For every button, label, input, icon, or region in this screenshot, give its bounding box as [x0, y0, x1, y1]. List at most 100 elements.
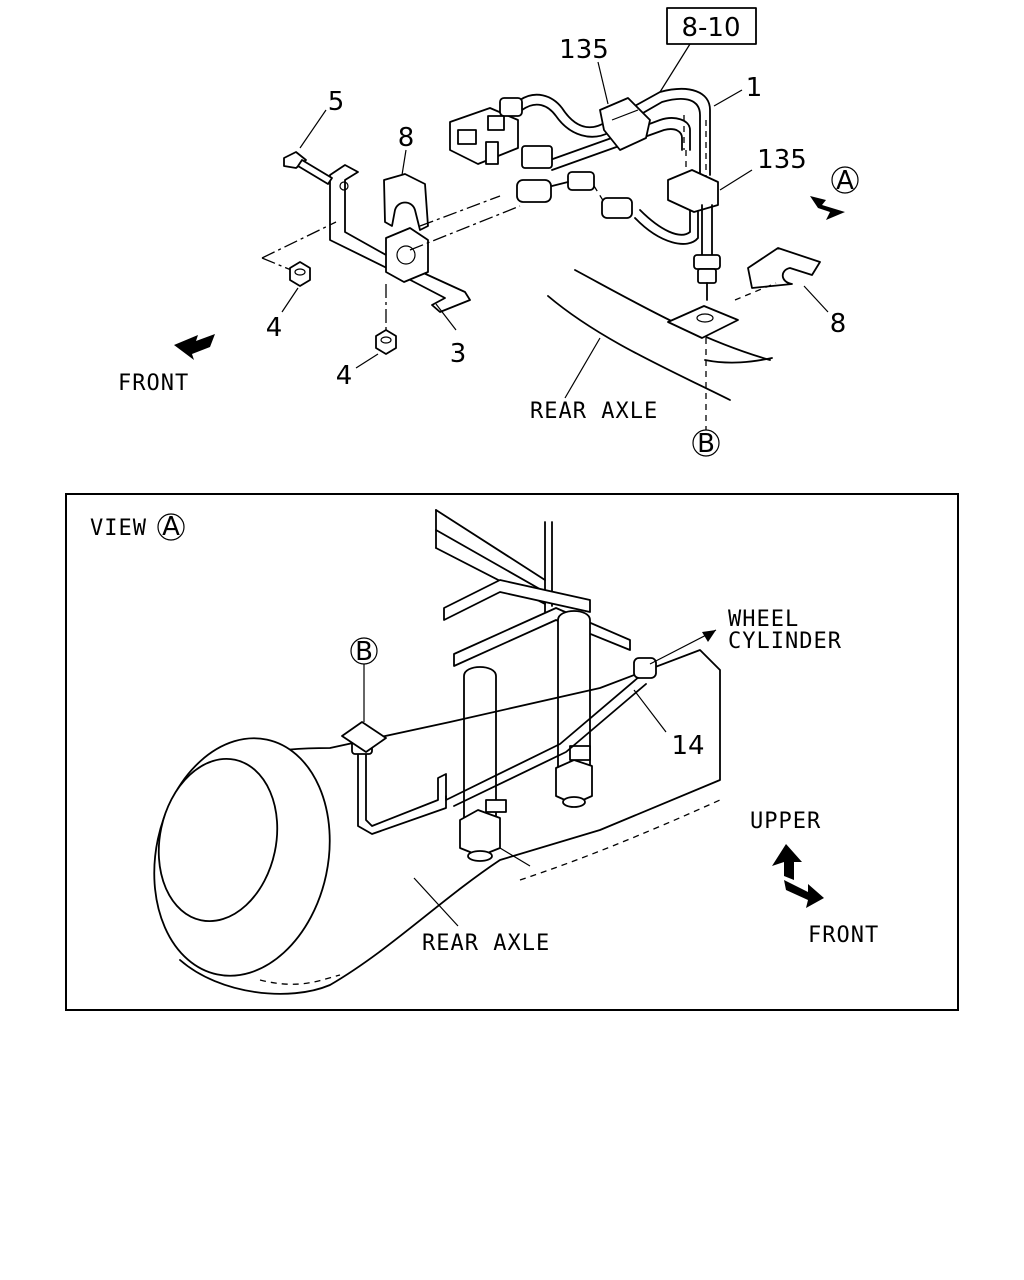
front-arrow-icon: [174, 334, 215, 360]
u-bolt-post-right: [557, 610, 591, 771]
pipe-union-right: [521, 145, 553, 169]
callout-1: 1: [746, 73, 763, 103]
bracket-leader: [435, 303, 457, 331]
connector-port-a: [457, 129, 477, 145]
section-b-marker: [692, 429, 720, 457]
u-bolt-plate-right: [569, 745, 591, 761]
pad-hole: [696, 313, 714, 323]
nut-4-lower: [375, 329, 397, 355]
callout-8-left: 8: [398, 123, 415, 153]
clip-lower-leader: [719, 169, 753, 191]
nut-4-lower-leader: [355, 353, 379, 369]
view-a-b-marker: [350, 637, 378, 665]
u-bolt-nut-left: [459, 809, 501, 857]
bracket-mount-plate: [385, 227, 429, 283]
brake-pipe-side-outer: [639, 209, 691, 236]
bracket-bolt-hole: [339, 181, 349, 191]
brake-pipe-side-inner: [634, 211, 699, 245]
reference-box-label: 8-10: [681, 13, 740, 43]
view-a-front-label: FRONT: [808, 923, 879, 948]
clip-upper-leader: [597, 61, 609, 105]
nut-link-1: [551, 181, 569, 187]
brake-pipe-14-inner-a: [357, 751, 447, 835]
view-a-marker-label: A: [836, 166, 854, 196]
spring-seat-upper: [443, 579, 591, 621]
callout-8-right: 8: [830, 309, 847, 339]
top-axle-rear-edge: [574, 269, 771, 361]
callout-5: 5: [328, 87, 345, 117]
nut-4-left-guide: [261, 221, 337, 259]
clip-right-guide: [734, 282, 777, 301]
nut-4-lower-hole: [380, 336, 392, 344]
view-a-frame: [65, 493, 959, 1011]
brake-pipe-14-outer: [365, 675, 641, 827]
callout-135-lower: 135: [757, 145, 807, 175]
brake-pipe-upper-outer: [519, 88, 711, 176]
u-bolt-nut-right-washer: [562, 796, 586, 808]
axle-hidden-edge: [259, 974, 341, 985]
upper-label: UPPER: [750, 809, 821, 834]
u-bolt-plate-left: [485, 799, 507, 813]
reference-box: [666, 7, 757, 45]
front-orientation-arrow-icon: [784, 880, 824, 908]
spring-line-1: [435, 509, 546, 581]
bolt-5-leader: [299, 109, 327, 149]
wheel-cylinder-arrow-icon: [702, 630, 716, 642]
top-axle-front-edge: [547, 295, 731, 401]
connector-mount-stud: [485, 141, 499, 165]
view-a-rear-axle-label: REAR AXLE: [422, 931, 550, 956]
plate-guide: [409, 205, 521, 251]
top-exploded-view: 8-10 REAR AXLE B 135 135: [118, 7, 859, 459]
hose-fitting-nut: [693, 254, 721, 270]
lock-clip-right: [747, 247, 821, 289]
u-bolt-post-left: [463, 666, 497, 821]
flare-nut-mid: [567, 171, 595, 191]
bolt-5-shank: [297, 159, 333, 185]
view-a-arrow-icon: [810, 196, 845, 220]
view-a-marker: [831, 166, 859, 194]
spring-line-2: [435, 529, 546, 593]
clip-left-guide: [419, 195, 501, 227]
hose-fitting-body: [697, 268, 717, 284]
flare-nut-right: [601, 197, 633, 219]
nut-4-left-leader: [281, 287, 299, 313]
brake-pipe-upper-inner: [521, 98, 701, 176]
bracket-plate-hole: [396, 245, 416, 265]
view-a-title: VIEW: [90, 516, 147, 541]
spring-seat-lower: [453, 607, 631, 667]
flare-nut-left: [516, 179, 552, 203]
pipe-clip-upper: [599, 97, 651, 151]
view-a-panel: VIEW A: [65, 493, 959, 1011]
brake-pipe-14-inner-b: [453, 683, 647, 807]
top-rear-axle-label: REAR AXLE: [530, 399, 658, 424]
pipe-union-upper: [499, 97, 523, 117]
view-a-title-marker: [157, 513, 185, 541]
callout-4-left: 4: [266, 313, 283, 343]
top-front-label: FRONT: [118, 371, 189, 396]
callout-1-leader: [713, 89, 743, 107]
u-bolt-nut-left-washer: [467, 850, 493, 862]
brake-pipe-lower-inner: [551, 128, 683, 171]
callout-14: 14: [671, 731, 704, 761]
callout-4-lower: 4: [336, 361, 353, 391]
view-a-mount-pad: [341, 721, 387, 753]
section-b-label: B: [697, 429, 715, 459]
clip-right-leader: [803, 285, 829, 313]
view-a-axle-leader: [413, 877, 459, 927]
brake-pipe-lower-outer: [549, 117, 691, 161]
upper-arrow-icon: [772, 844, 802, 880]
view-a-title-marker-label: A: [162, 512, 180, 542]
nut-leader: [499, 847, 531, 867]
callout-3: 3: [450, 339, 467, 369]
wheel-label-1: WHEEL: [728, 607, 799, 632]
nut-4-left: [289, 261, 311, 287]
differential-cover: [157, 757, 279, 923]
pipe-14-fitting-wheel: [633, 657, 657, 679]
callout-135-upper: 135: [559, 35, 609, 65]
view-a-b-label: B: [355, 637, 373, 667]
wheel-label-2: CYLINDER: [728, 629, 842, 654]
rear-axle-leader: [564, 337, 601, 399]
nut-link-2: [593, 185, 605, 203]
clip-upper-line: [611, 109, 639, 121]
